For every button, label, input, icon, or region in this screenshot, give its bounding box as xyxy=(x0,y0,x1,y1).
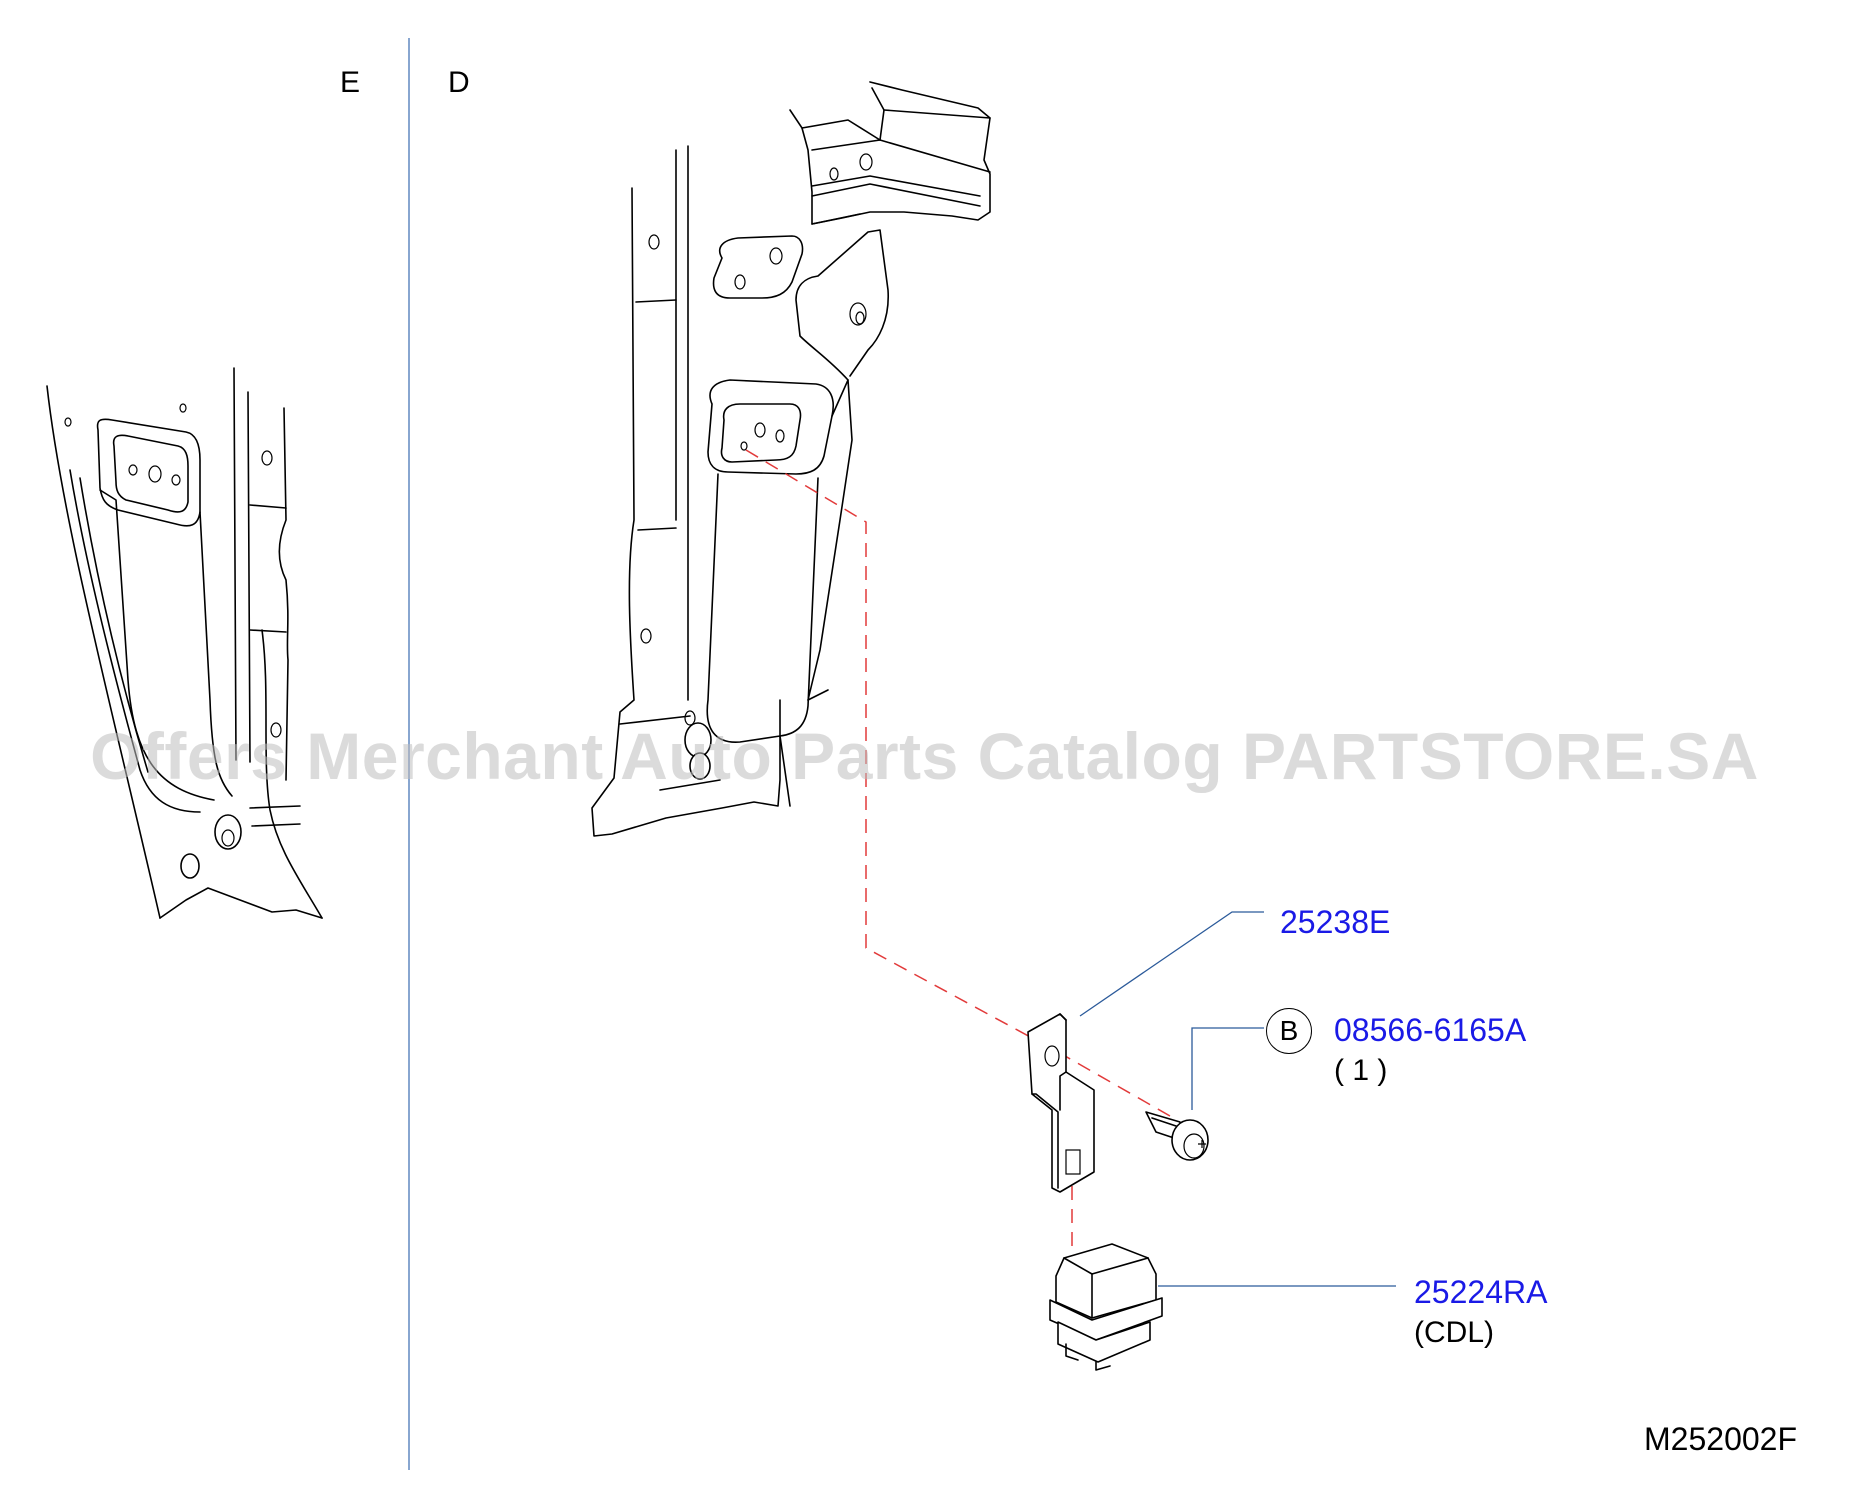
screw-drawing xyxy=(1145,1111,1209,1161)
pillar-panel-d xyxy=(591,81,991,837)
relay-note: (CDL) xyxy=(1414,1316,1494,1349)
part-number-relay[interactable]: 25224RA xyxy=(1414,1274,1548,1310)
install-line-panel xyxy=(745,449,1059,1053)
bracket-drawing xyxy=(1027,1013,1095,1193)
leader-25238E xyxy=(1079,911,1264,1017)
part-number-screw[interactable]: 08566-6165A xyxy=(1334,1012,1527,1048)
zone-label-e: E xyxy=(340,66,361,99)
callout-b: B xyxy=(1266,1008,1312,1054)
screw-quantity: ( 1 ) xyxy=(1334,1054,1388,1087)
pillar-panel-e xyxy=(46,367,323,919)
diagram-code: M252002F xyxy=(1644,1421,1797,1457)
leader-08566-6165A xyxy=(1191,1027,1264,1110)
part-number-bracket[interactable]: 25238E xyxy=(1280,904,1391,940)
relay-drawing xyxy=(1049,1243,1163,1371)
zone-label-d: D xyxy=(448,66,470,99)
